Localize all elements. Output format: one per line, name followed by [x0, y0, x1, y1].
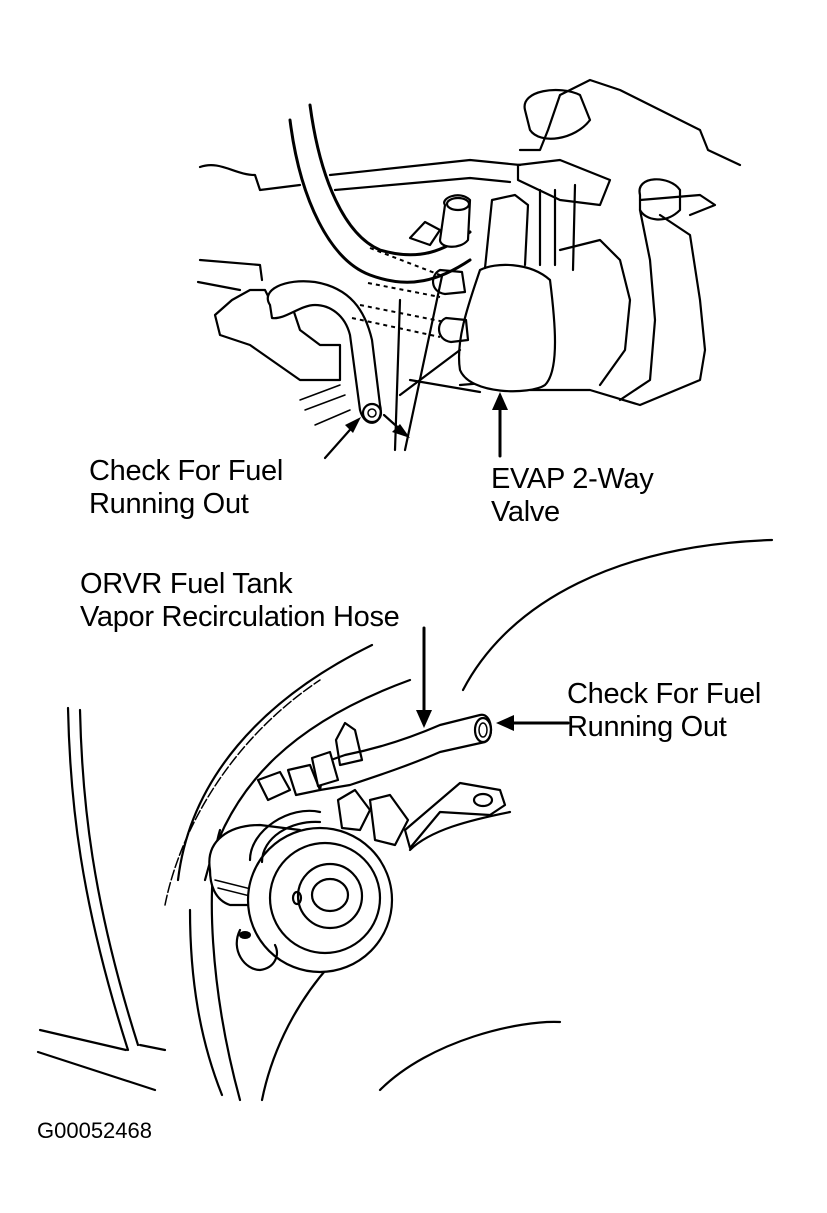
- callout-check-for-fuel-bottom: Check For Fuel Running Out: [567, 678, 761, 744]
- callout-line: Running Out: [89, 488, 249, 520]
- callout-line: Check For Fuel: [89, 455, 284, 487]
- figure-id: G00052468: [37, 1118, 152, 1143]
- bottom-fuel-tank-view: [36, 538, 774, 1102]
- callout-line: Valve: [491, 496, 560, 528]
- callout-evap-2-way-valve: EVAP 2-Way Valve: [491, 463, 654, 529]
- callout-line: ORVR Fuel Tank: [80, 568, 293, 600]
- callout-line: Running Out: [567, 711, 727, 743]
- top-engine-compartment-view: [196, 78, 742, 460]
- callout-orvr-hose: ORVR Fuel Tank Vapor Recirculation Hose: [80, 568, 400, 634]
- callout-check-for-fuel-top: Check For Fuel Running Out: [89, 455, 283, 521]
- callout-line: Vapor Recirculation Hose: [80, 601, 400, 633]
- callout-line: Check For Fuel: [567, 678, 762, 710]
- callout-line: EVAP 2-Way: [491, 463, 654, 495]
